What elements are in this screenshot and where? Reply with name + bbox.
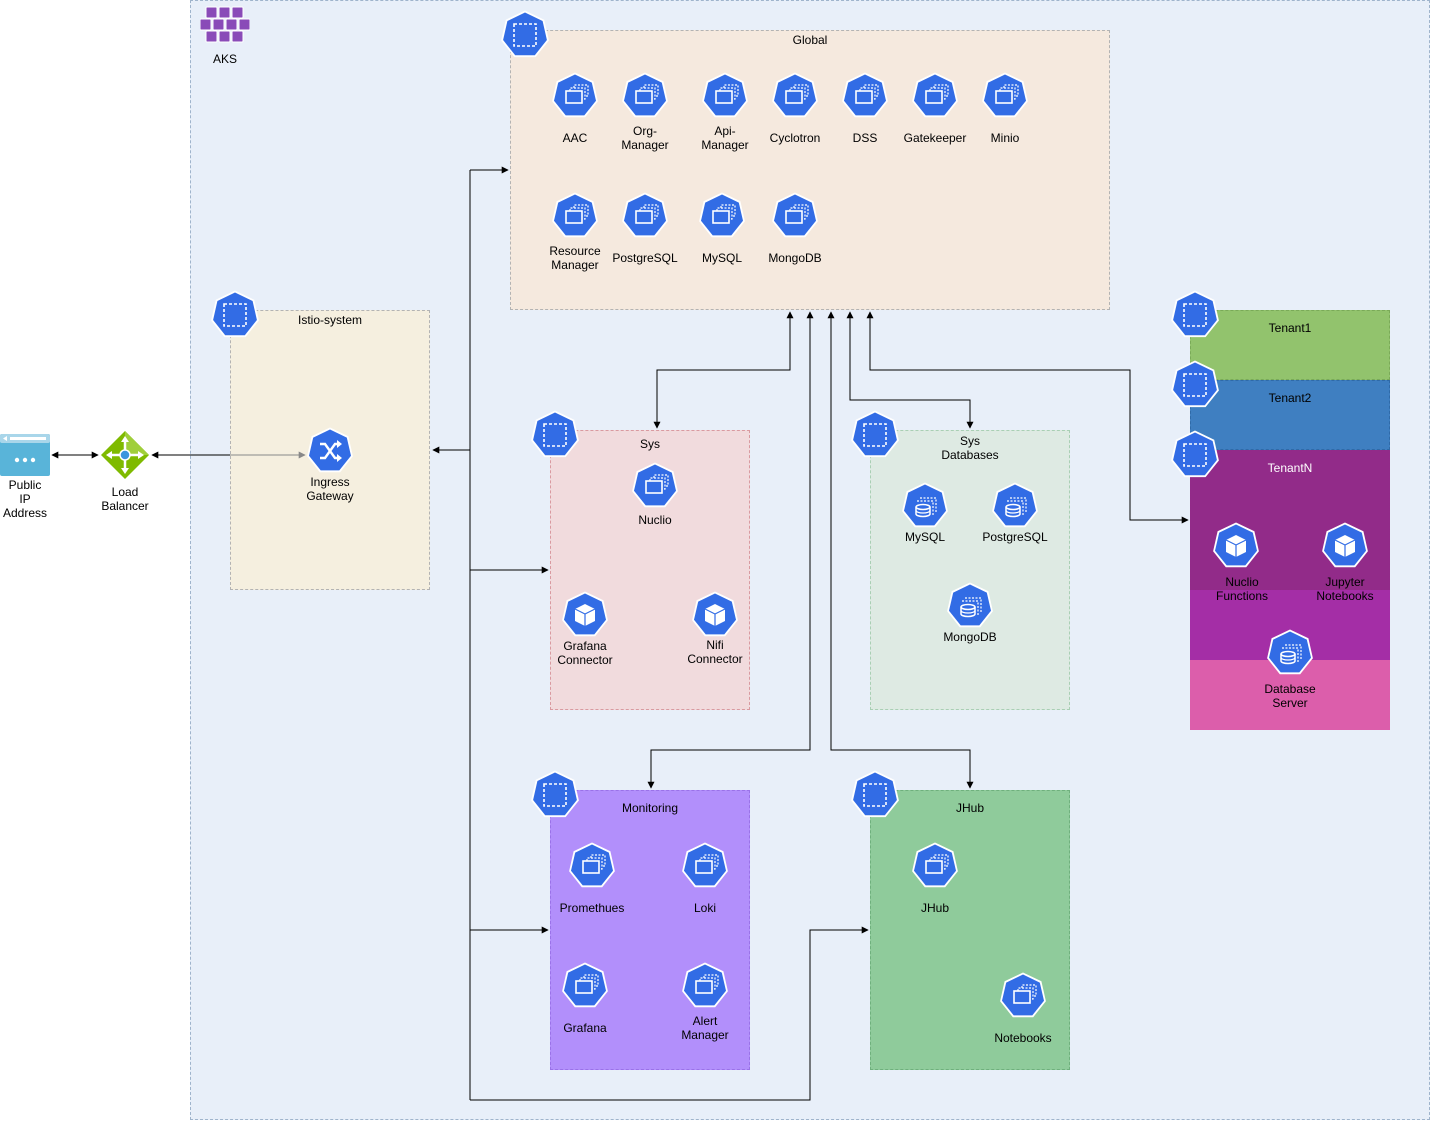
grafana-icon[interactable]: [561, 962, 609, 1010]
sys-databases-title: Sys Databases: [941, 434, 999, 462]
grafana-connector-icon[interactable]: [561, 591, 609, 639]
tenant2-namespace-icon: [1170, 360, 1220, 410]
alert-manager-icon[interactable]: [681, 962, 729, 1010]
grafana-label: Grafana: [563, 1021, 607, 1035]
tenant1-namespace-icon: [1170, 290, 1220, 340]
aks-icon: [199, 5, 251, 45]
jhub-title: JHub: [955, 801, 984, 815]
global-postgresql-label: PostgreSQL: [612, 251, 678, 265]
gatekeeper-label: Gatekeeper: [903, 131, 967, 145]
nifi-connector-label: Nifi Connector: [687, 638, 743, 666]
tenant1-namespace[interactable]: Tenant1: [1190, 310, 1390, 380]
org-manager-icon[interactable]: [621, 72, 669, 120]
resource-manager-icon[interactable]: [551, 192, 599, 240]
tenant2-namespace[interactable]: Tenant2: [1190, 380, 1390, 450]
ingress-gateway-label: Ingress Gateway: [306, 475, 354, 503]
dss-icon[interactable]: [841, 72, 889, 120]
notebooks-label: Notebooks: [994, 1031, 1052, 1045]
prometheus-label: Promethues: [559, 901, 625, 915]
sysdb-mysql-icon[interactable]: [901, 482, 949, 530]
jhub-label: JHub: [920, 901, 950, 915]
sysdb-mongodb-label: MongoDB: [943, 630, 997, 644]
global-mongodb-icon[interactable]: [771, 192, 819, 240]
load-balancer-icon[interactable]: [100, 430, 150, 480]
global-title: Global: [792, 33, 828, 47]
cyclotron-icon[interactable]: [771, 72, 819, 120]
istio-namespace-icon: [210, 290, 260, 340]
tenantn-namespace[interactable]: TenantN: [1190, 450, 1390, 590]
sysdb-namespace-icon: [850, 410, 900, 460]
monitoring-title: Monitoring: [621, 801, 679, 815]
tenantn-title: TenantN: [1267, 461, 1313, 475]
aks-label: AKS: [212, 52, 238, 66]
sys-databases-namespace[interactable]: Sys Databases: [870, 430, 1070, 710]
global-namespace-icon: [500, 10, 550, 60]
grafana-connector-label: Grafana Connector: [557, 639, 613, 667]
nuclio-functions-icon[interactable]: [1212, 522, 1260, 570]
global-mysql-icon[interactable]: [698, 192, 746, 240]
gatekeeper-icon[interactable]: [911, 72, 959, 120]
tenant1-title: Tenant1: [1268, 321, 1312, 335]
minio-icon[interactable]: [981, 72, 1029, 120]
jupyter-notebooks-label: Jupyter Notebooks: [1316, 575, 1374, 603]
api-manager-icon[interactable]: [701, 72, 749, 120]
org-manager-label: Org- Manager: [621, 124, 669, 152]
jupyter-notebooks-icon[interactable]: [1321, 522, 1369, 570]
aac-icon[interactable]: [551, 72, 599, 120]
nuclio-label: Nuclio: [638, 513, 672, 527]
nifi-connector-icon[interactable]: [691, 591, 739, 639]
api-manager-label: Api- Manager: [701, 124, 749, 152]
ingress-gateway-icon[interactable]: [306, 427, 354, 475]
sysdb-postgresql-icon[interactable]: [991, 482, 1039, 530]
global-postgresql-icon[interactable]: [621, 192, 669, 240]
database-server-icon[interactable]: [1266, 629, 1314, 677]
jhub-namespace[interactable]: JHub: [870, 790, 1070, 1070]
global-mongodb-label: MongoDB: [768, 251, 822, 265]
sys-namespace-icon: [530, 410, 580, 460]
alert-manager-label: Alert Manager: [681, 1014, 729, 1042]
nuclio-functions-label: Nuclio Functions: [1215, 575, 1269, 603]
sysdb-mongodb-icon[interactable]: [946, 582, 994, 630]
sys-title: Sys: [639, 437, 660, 451]
minio-label: Minio: [990, 131, 1020, 145]
nuclio-icon[interactable]: [631, 462, 679, 510]
istio-system-title: Istio-system: [297, 313, 362, 327]
prometheus-icon[interactable]: [568, 842, 616, 890]
monitoring-namespace-icon: [530, 770, 580, 820]
global-mysql-label: MySQL: [701, 251, 743, 265]
aac-label: AAC: [562, 131, 588, 145]
jhub-icon[interactable]: [911, 842, 959, 890]
public-ip-label: Public IP Address: [2, 478, 48, 520]
public-ip-icon[interactable]: [0, 434, 50, 476]
jhub-namespace-icon: [850, 770, 900, 820]
database-server-label: Database Server: [1264, 682, 1316, 710]
sysdb-postgresql-label: PostgreSQL: [982, 530, 1048, 544]
sysdb-mysql-label: MySQL: [904, 530, 946, 544]
loki-label: Loki: [693, 901, 717, 915]
load-balancer-label: Load Balancer: [101, 485, 149, 513]
cyclotron-label: Cyclotron: [769, 131, 821, 145]
resource-manager-label: Resource Manager: [549, 244, 601, 272]
tenant2-title: Tenant2: [1268, 391, 1312, 405]
tenantn-namespace-icon: [1170, 430, 1220, 480]
loki-icon[interactable]: [681, 842, 729, 890]
dss-label: DSS: [852, 131, 878, 145]
notebooks-icon[interactable]: [999, 972, 1047, 1020]
